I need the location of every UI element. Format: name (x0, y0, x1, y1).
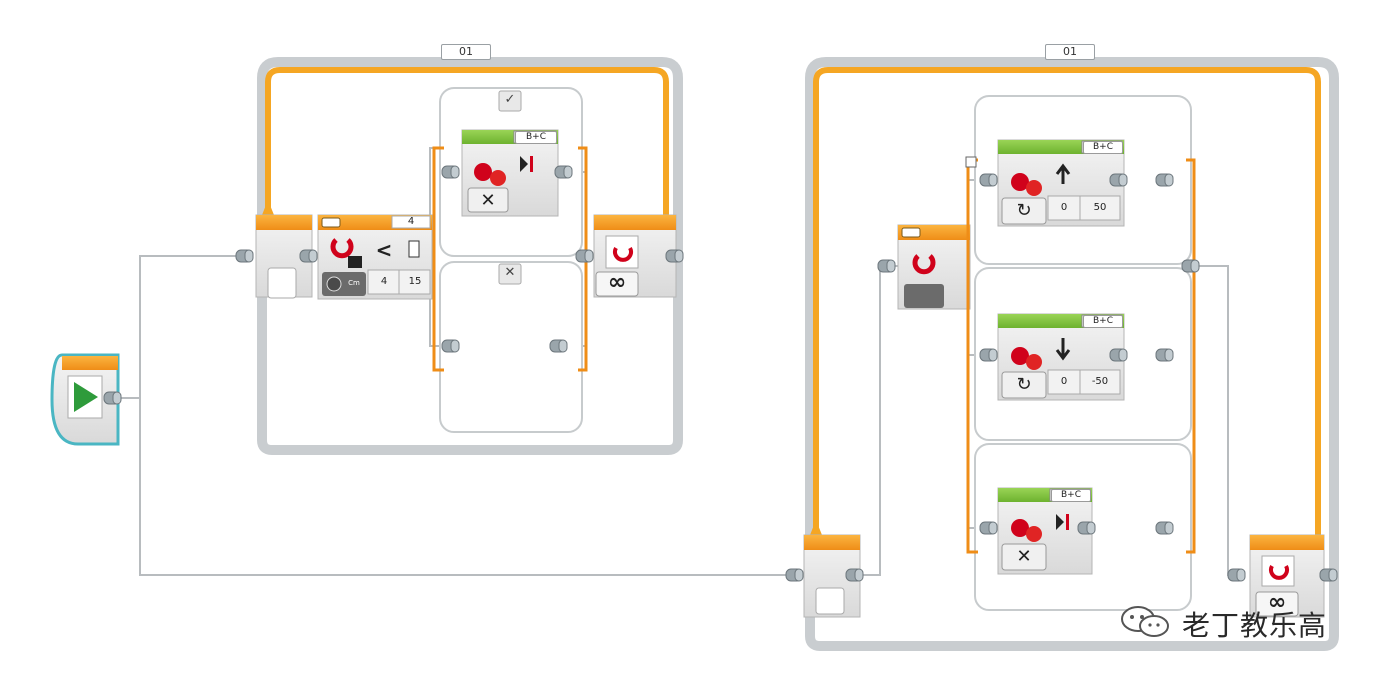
switch-true-icon[interactable]: ✓ (504, 92, 516, 107)
wait-port-value[interactable]: 4 (407, 216, 415, 227)
loop-1-infinity-icon[interactable]: ∞ (607, 270, 627, 295)
wechat-icon (1118, 604, 1174, 644)
motor-ports-label-3[interactable]: B+C (1083, 315, 1123, 328)
loop-2-end-block[interactable] (1249, 534, 1325, 618)
watermark-text: 老丁教乐高 (1182, 609, 1328, 642)
loop-2-label[interactable]: 01 (1045, 44, 1095, 60)
loop-2-frame[interactable] (805, 57, 1339, 651)
unit-label: Cm (348, 279, 360, 287)
forward-steering-value[interactable]: 0 (1060, 202, 1068, 213)
program-start-block[interactable] (50, 353, 120, 446)
loop-1-end-block[interactable] (593, 214, 677, 298)
brake-off-icon-2[interactable]: ✕ (1016, 546, 1032, 567)
rotate-icon-1[interactable]: ↻ (1016, 200, 1032, 221)
loop-2-infinity-icon[interactable]: ∞ (1267, 590, 1287, 615)
switch-2-sensor-block[interactable] (897, 224, 971, 310)
forward-power-value[interactable]: 50 (1093, 202, 1107, 213)
rotate-icon-2[interactable]: ↻ (1016, 374, 1032, 395)
brake-off-icon[interactable]: ✕ (480, 190, 496, 211)
compare-less-icon: < (375, 238, 393, 262)
motor-ports-label-2[interactable]: B+C (1083, 141, 1123, 154)
loop-1-label[interactable]: 01 (441, 44, 491, 60)
threshold-value[interactable]: 4 (380, 276, 388, 287)
ultrasonic-compare-block[interactable] (317, 214, 433, 300)
switch-false-icon[interactable]: ✕ (504, 265, 516, 280)
motor-ports-label-4[interactable]: B+C (1051, 489, 1091, 502)
loop-1-frame[interactable] (257, 57, 683, 455)
distance-value[interactable]: 15 (408, 276, 422, 287)
backward-power-value[interactable]: -50 (1091, 376, 1109, 387)
motor-ports-label-1[interactable]: B+C (515, 131, 557, 144)
backward-steering-value[interactable]: 0 (1060, 376, 1068, 387)
move-tank-backward-block[interactable] (997, 313, 1125, 401)
